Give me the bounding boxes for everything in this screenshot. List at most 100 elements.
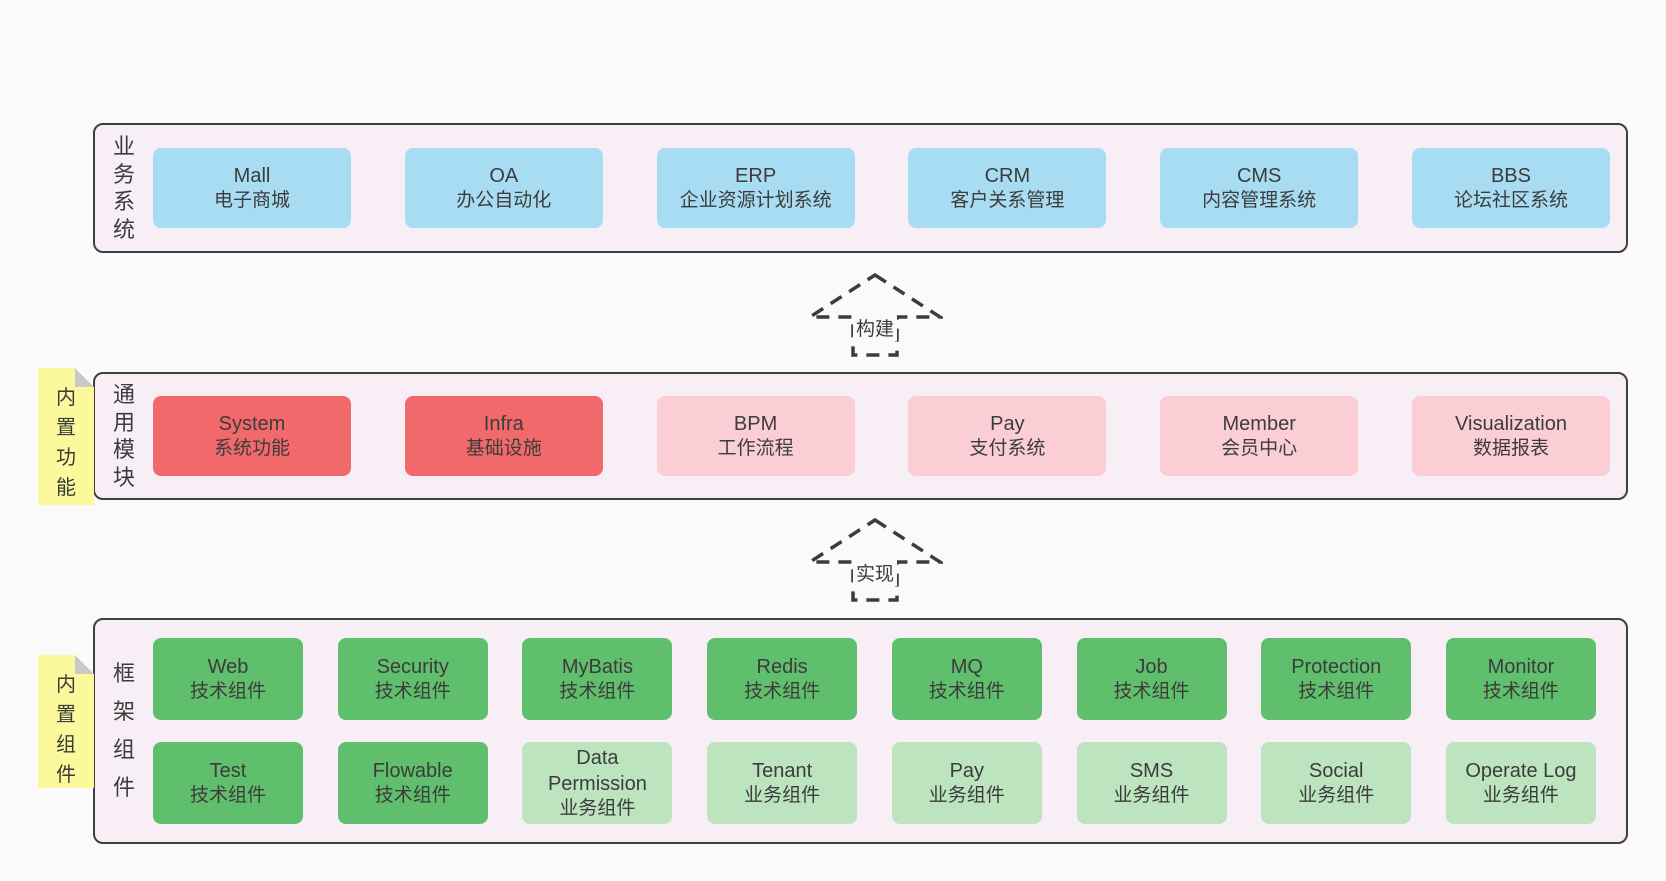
box-title: Mall: [233, 164, 271, 187]
box-title: Infra: [483, 412, 524, 435]
box-subtitle: 业务组件: [559, 797, 636, 819]
box-title: BBS: [1490, 164, 1531, 187]
box-subtitle: 技术组件: [1113, 680, 1190, 702]
box-title: Operate Log: [1465, 759, 1577, 782]
arrow-build-label: 构建: [852, 314, 898, 341]
box-title: Member: [1222, 412, 1296, 435]
box-subtitle: 业务组件: [1113, 784, 1190, 806]
box-title: System: [218, 412, 286, 435]
box-subtitle: 技术组件: [1482, 680, 1559, 702]
box-subtitle: 数据报表: [1472, 437, 1549, 459]
box-title: SMS: [1129, 759, 1174, 782]
arrow-implement: 实现: [807, 517, 943, 603]
box-title: OA: [489, 164, 519, 187]
box-subtitle: 业务组件: [928, 784, 1005, 806]
band-label-text: 通用模块: [112, 382, 135, 490]
box-subtitle: 电子商城: [213, 189, 290, 211]
box-title: Test: [209, 759, 247, 782]
box-title: ERP: [735, 164, 777, 187]
dashed-up-arrow-icon: [807, 517, 943, 602]
box-subtitle: 系统功能: [213, 437, 290, 459]
box-subtitle: 技术组件: [928, 680, 1005, 702]
box-subtitle: 企业资源计划系统: [679, 189, 832, 211]
band-framework-components-label: 框架组件: [95, 620, 153, 842]
arrow-implement-label: 实现: [852, 559, 898, 586]
box-title: Protection: [1291, 655, 1382, 678]
box-title: Data Permission: [547, 746, 647, 795]
box-title: CRM: [984, 164, 1031, 187]
sticky-note-built-in-features: 内置功能: [38, 368, 94, 505]
box-subtitle: 技术组件: [374, 680, 451, 702]
box-title: MyBatis: [561, 655, 633, 678]
box-subtitle: 技术组件: [744, 680, 821, 702]
box-title: Pay: [990, 412, 1025, 435]
box-title: Visualization: [1455, 412, 1567, 435]
box-subtitle: 业务组件: [744, 784, 821, 806]
box-subtitle: 办公自动化: [456, 189, 552, 211]
band-common-modules-label: 通用模块: [95, 374, 153, 498]
sticky-note-built-in-components: 内置组件: [38, 655, 94, 788]
box-title: Security: [376, 655, 449, 678]
box-subtitle: 业务组件: [1298, 784, 1375, 806]
box-subtitle: 论坛社区系统: [1453, 189, 1568, 211]
folded-corner-icon: [75, 368, 94, 387]
band-business-systems-label: 业务系统: [95, 125, 153, 251]
box-subtitle: 技术组件: [559, 680, 636, 702]
box-title: Flowable: [372, 759, 453, 782]
box-title: Redis: [756, 655, 808, 678]
box-title: Job: [1135, 655, 1168, 678]
box-subtitle: 工作流程: [717, 437, 794, 459]
box-title: BPM: [733, 412, 778, 435]
dashed-up-arrow-icon: [807, 272, 943, 357]
box-subtitle: 客户关系管理: [950, 189, 1065, 211]
box-title: Monitor: [1487, 655, 1555, 678]
box-subtitle: 技术组件: [189, 784, 266, 806]
box-title: Web: [207, 655, 249, 678]
sticky-note-text: 内置组件: [56, 674, 76, 786]
box-title: Pay: [949, 759, 985, 782]
box-subtitle: 会员中心: [1221, 437, 1298, 459]
box-title: Social: [1308, 759, 1364, 782]
box-subtitle: 基础设施: [465, 437, 542, 459]
box-subtitle: 技术组件: [1298, 680, 1375, 702]
box-subtitle: 技术组件: [374, 784, 451, 806]
box-title: Tenant: [752, 759, 813, 782]
box-title: CMS: [1236, 164, 1282, 187]
